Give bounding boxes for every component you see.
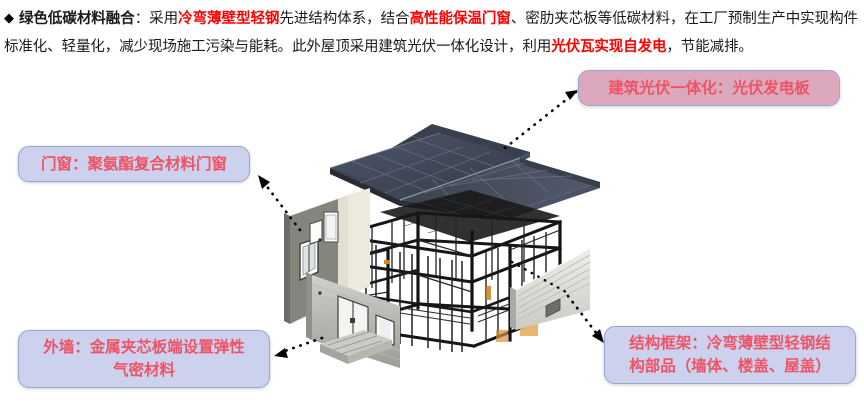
header-title: 绿色低碳材料融合 xyxy=(18,11,135,27)
callout-exterior-wall-text: 外墙：金属夹芯板端设置弹性 气密材料 xyxy=(43,336,245,382)
connector-exterior-wall xyxy=(274,336,324,358)
connector-structural-frame xyxy=(566,294,604,343)
header-paragraph: ◆ 绿色低碳材料融合：采用冷弯薄壁型轻钢先进结构体系，结合高性能保温门窗、密肋夹芯… xyxy=(0,4,864,61)
connector-door-window xyxy=(258,175,302,232)
callout-exterior-wall-line1: 外墙：金属夹芯板端设置弹性 xyxy=(43,339,245,356)
right-wall-panel xyxy=(510,247,591,330)
light-steel-frame-structure xyxy=(336,190,564,352)
header-segment-0: 采用 xyxy=(149,11,179,27)
callout-door-window-label: 门窗：聚氨酯复合材料门窗 xyxy=(40,155,227,173)
callout-door-window[interactable]: 门窗：聚氨酯复合材料门窗 xyxy=(18,146,250,182)
entry-steps xyxy=(320,330,392,364)
header-segment-6: ，节能减排。 xyxy=(666,39,753,55)
photovoltaic-roof-upper-plate xyxy=(375,124,530,191)
callout-exterior-wall-line2: 气密材料 xyxy=(112,362,175,379)
callout-photovoltaic[interactable]: 建筑光伏一体化：光伏发电板 xyxy=(578,70,840,106)
header-segment-2: 先进结构体系，结合 xyxy=(279,11,410,27)
callout-exterior-wall[interactable]: 外墙：金属夹芯板端设置弹性 气密材料 xyxy=(18,330,270,388)
callout-structural-frame-line2: 构部品（墙体、楼盖、屋盖） xyxy=(629,358,831,375)
connector-pv-roof xyxy=(503,90,578,150)
header-colon: ： xyxy=(134,11,150,27)
bullet-icon: ◆ xyxy=(4,10,14,25)
header-segment-3: 高性能保温门窗 xyxy=(409,11,511,27)
header-segment-1: 冷弯薄壁型轻钢 xyxy=(178,11,280,27)
callout-structural-frame-text: 结构框架：冷弯薄壁型轻钢结 构部品（墙体、楼盖、屋盖） xyxy=(629,332,831,378)
header-segment-4: 、密肋夹芯板等低碳材料，在工厂预制生产中实现构件标准化、轻量化，减少现场施工污染… xyxy=(4,11,858,55)
callout-structural-frame-line1: 结构框架：冷弯薄壁型轻钢结 xyxy=(629,335,831,352)
left-wall-panel-with-windows xyxy=(284,188,370,324)
callout-photovoltaic-label: 建筑光伏一体化：光伏发电板 xyxy=(608,79,810,97)
header-segment-5: 光伏瓦实现自发电 xyxy=(551,39,667,55)
callout-structural-frame[interactable]: 结构框架：冷弯薄壁型轻钢结 构部品（墙体、楼盖、屋盖） xyxy=(604,326,856,384)
photovoltaic-hip-roof-main xyxy=(329,132,600,220)
front-wall-panel-with-doors xyxy=(306,272,401,368)
connector-frame-inner xyxy=(510,260,568,294)
